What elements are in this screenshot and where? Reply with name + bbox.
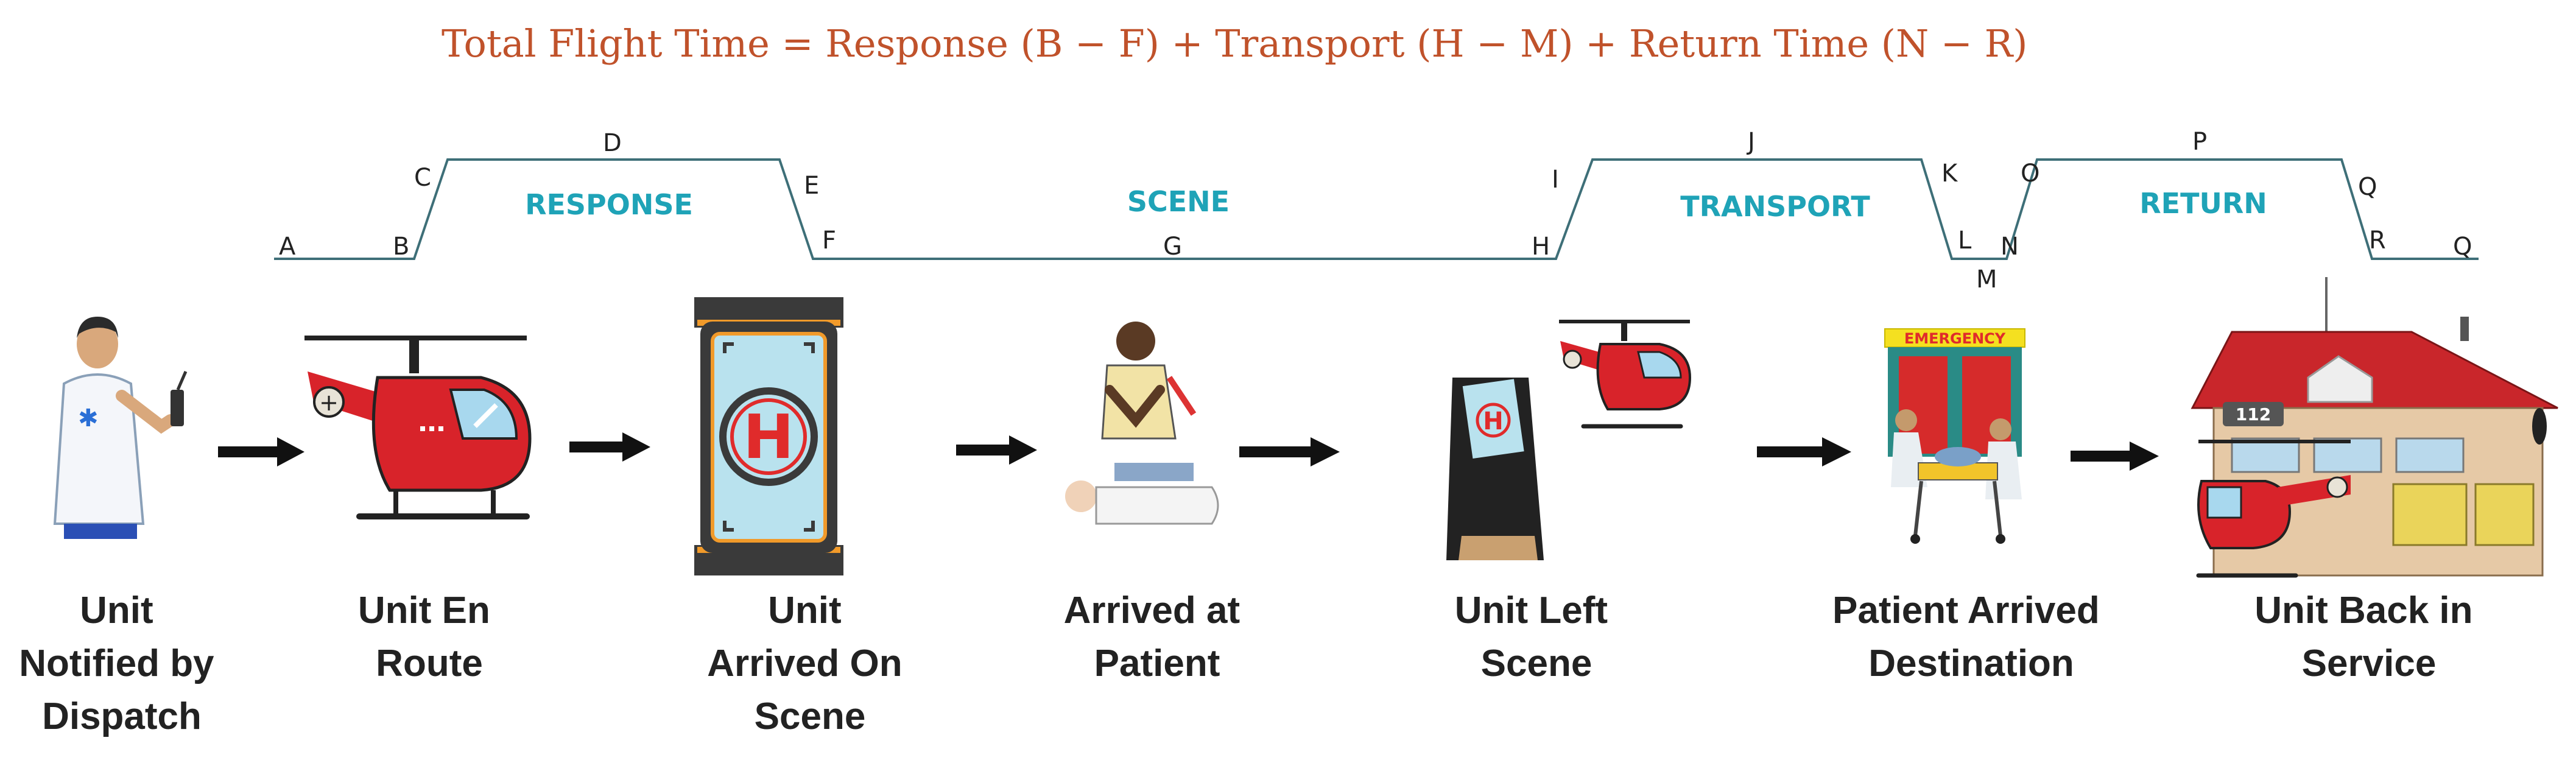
timeline-marker-g: G <box>1163 233 1182 261</box>
timeline-marker-i: I <box>1552 166 1559 194</box>
station-number-text: 112 <box>2236 404 2271 424</box>
stage-label-line: Notified by <box>19 642 214 684</box>
phase-label-scene: SCENE <box>1127 185 1230 218</box>
timeline-marker-f: F <box>822 227 836 255</box>
emergency-room-icon: EMERGENCY <box>1884 328 2025 544</box>
timeline-marker-j: J <box>1746 128 1755 156</box>
timeline-marker-d: D <box>603 129 622 157</box>
timeline-marker-c: C <box>414 164 431 192</box>
stage-label-unit-en-route: Unit En Route <box>358 589 501 684</box>
timeline-marker-p: P <box>2192 128 2207 156</box>
stage-label-unit-back-in-service: Unit Back in Service <box>2254 589 2483 684</box>
stage-label-arrived-at-patient: Arrived at Patient <box>1064 589 1251 684</box>
helicopter-icon: + <box>304 336 532 519</box>
stage-label-line: Route <box>376 642 483 684</box>
timeline-marker-r: R <box>2369 227 2386 255</box>
timeline-marker-q-upper: Q <box>2358 173 2377 201</box>
stage-label-line: Destination <box>1868 642 2074 684</box>
stage-label-line: Scene <box>755 695 866 737</box>
stage-label-line: Service <box>2302 642 2437 684</box>
svg-text:H: H <box>743 401 794 473</box>
stage-label-unit-notified: Unit Notified by Dispatch <box>19 589 225 737</box>
helipad-icon: H <box>694 297 843 575</box>
timeline-marker-k: K <box>1941 160 1958 188</box>
stage-label-line: Unit <box>768 589 842 632</box>
phase-label-response: RESPONSE <box>525 188 693 221</box>
stage-label-line: Dispatch <box>42 695 202 737</box>
stage-label-line: Unit Back in <box>2254 589 2472 632</box>
stage-label-line: Unit <box>80 589 153 632</box>
flow-arrow-6 <box>2071 442 2159 471</box>
cpr-icon <box>1065 322 1219 525</box>
svg-text:H: H <box>1483 407 1503 435</box>
stage-label-unit-left-scene: Unit Left Scene <box>1455 589 1619 684</box>
total-flight-time-formula: Total Flight Time = Response (B − F) + T… <box>442 21 2027 66</box>
timeline-marker-b: B <box>393 233 409 261</box>
stage-label-patient-arrived-destination: Patient Arrived Destination <box>1832 589 2110 684</box>
svg-text:✱: ✱ <box>78 404 99 432</box>
flow-arrow-4 <box>1239 437 1340 466</box>
timeline-marker-h: H <box>1532 233 1550 261</box>
timeline-marker-m: M <box>1976 266 1997 294</box>
stage-label-line: Unit Left <box>1455 589 1608 632</box>
emergency-sign-text: EMERGENCY <box>1904 330 2006 347</box>
stage-label-line: Patient Arrived <box>1832 589 2100 632</box>
timeline-marker-o: O <box>2021 160 2039 188</box>
phase-label-return: RETURN <box>2139 187 2267 220</box>
base-station-icon: 112 <box>2191 277 2558 578</box>
flow-arrow-3 <box>956 435 1037 465</box>
stage-label-line: Arrived On <box>707 642 902 684</box>
timeline-marker-e: E <box>804 172 819 200</box>
helicopter-takeoff-icon: H <box>1446 320 1692 560</box>
phase-label-transport: TRANSPORT <box>1680 190 1870 223</box>
stage-label-line: Scene <box>1481 642 1592 684</box>
flow-arrow-1 <box>218 437 304 466</box>
timeline-marker-l: L <box>1958 227 1972 255</box>
timeline-marker-q-lower: Q <box>2453 233 2472 261</box>
stage-label-line: Unit En <box>358 589 490 632</box>
flow-arrow-2 <box>569 432 650 462</box>
timeline-marker-a: A <box>279 233 296 261</box>
svg-text:+: + <box>319 389 339 416</box>
stage-label-unit-arrived-on-scene: Unit Arrived On Scene <box>707 589 913 737</box>
stage-label-line: Patient <box>1094 642 1220 684</box>
timeline-marker-n: N <box>2001 233 2019 261</box>
timeline-line <box>274 158 2479 260</box>
flow-arrow-5 <box>1757 437 1851 466</box>
stage-label-line: Arrived at <box>1064 589 1240 632</box>
dispatcher-radio-icon: ✱ <box>53 317 188 539</box>
